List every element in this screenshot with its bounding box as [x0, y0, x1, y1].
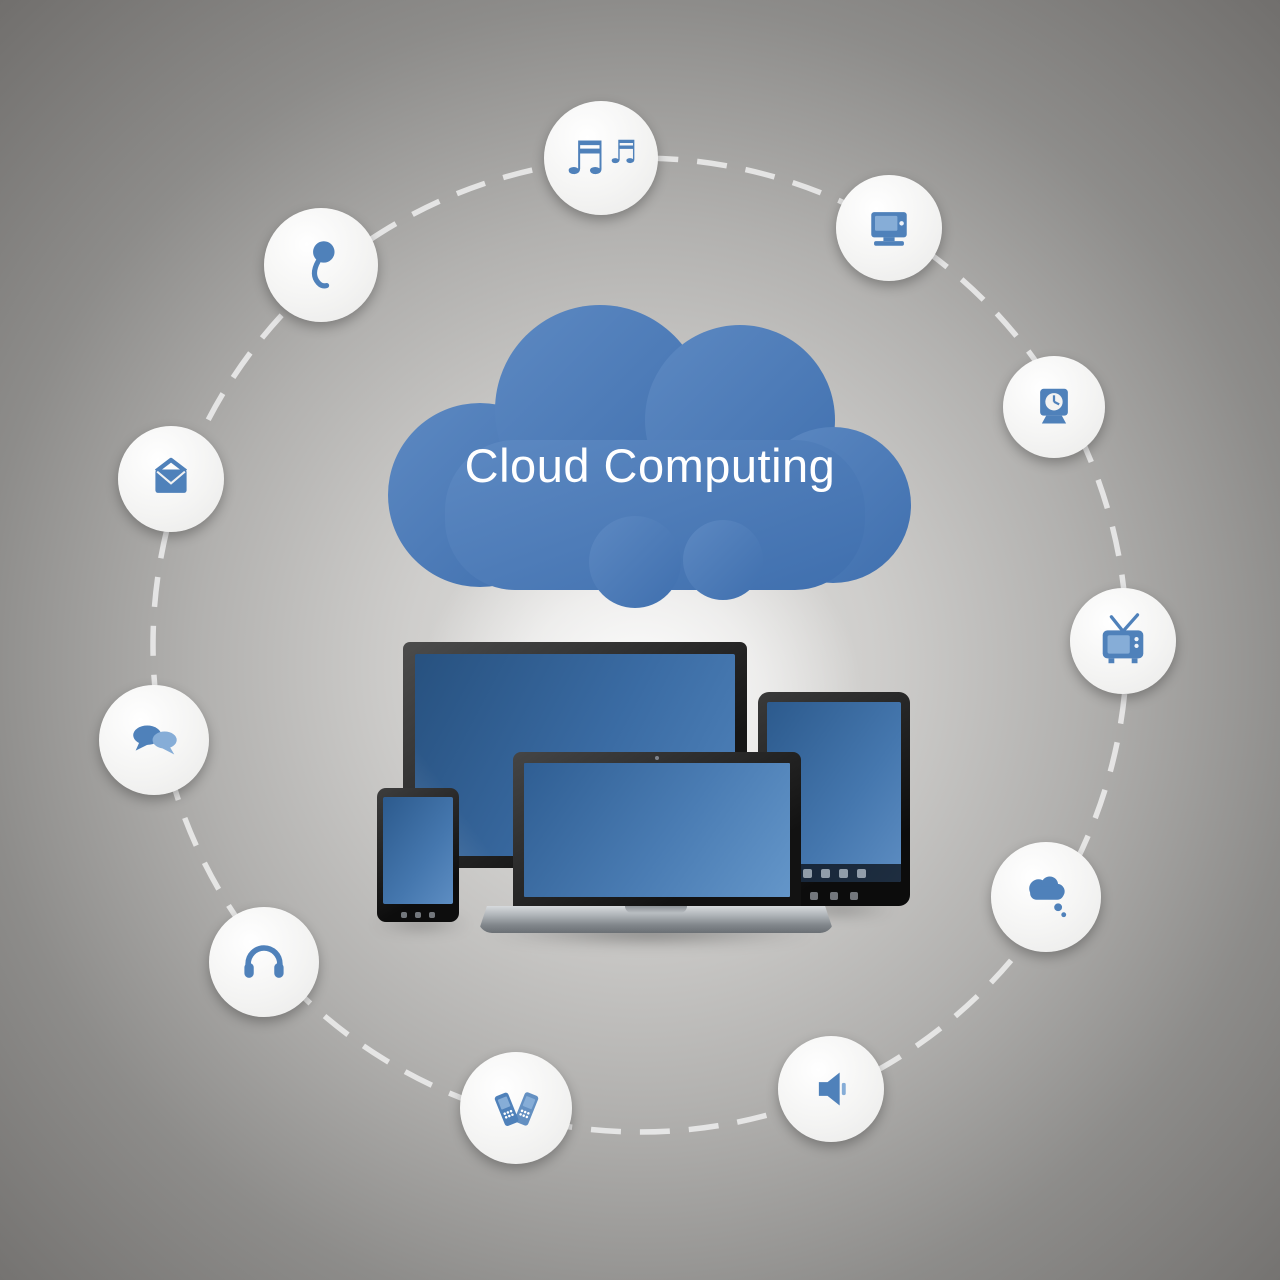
tablet-toolbar-key — [802, 868, 812, 878]
headphones-node — [209, 907, 319, 1017]
thought-bubble-icon — [1018, 869, 1074, 925]
laptop-base — [478, 906, 834, 933]
microphone-icon — [293, 237, 349, 293]
chat-bubbles-icon — [125, 711, 183, 769]
laptop-lid — [513, 752, 801, 908]
chat-node — [99, 685, 209, 795]
computer-node — [836, 175, 942, 281]
television-node — [1070, 588, 1176, 694]
phone-screen — [383, 797, 453, 904]
phone-bezel-button — [415, 912, 421, 918]
phone-bezel-button — [401, 912, 407, 918]
tablet-bezel-button — [810, 892, 818, 900]
thought-cloud-node — [991, 842, 1101, 952]
speaker-icon — [805, 1063, 857, 1115]
laptop-screen — [524, 763, 790, 897]
mail-icon — [145, 453, 197, 505]
tablet-toolbar-key — [820, 868, 830, 878]
mobile-phones-node — [460, 1052, 572, 1164]
clock-icon — [1028, 381, 1080, 433]
music-node: ♬♬ — [544, 101, 658, 215]
mail-node — [118, 426, 224, 532]
phone-bezel-button — [429, 912, 435, 918]
clock-node — [1003, 356, 1105, 458]
tablet-bezel-button — [830, 892, 838, 900]
smartphone — [377, 788, 459, 922]
cloud-title: Cloud Computing — [464, 439, 836, 492]
audio-node — [778, 1036, 884, 1142]
microphone-node — [264, 208, 378, 322]
phone-bezel-buttons — [377, 912, 459, 918]
tv-icon — [1094, 612, 1152, 670]
cloud-shape: Cloud Computing — [385, 300, 915, 610]
tablet-bezel-buttons — [758, 892, 910, 900]
music-notes-icon: ♬♬ — [564, 131, 638, 185]
laptop-camera — [655, 756, 659, 760]
mobile-phones-icon — [487, 1079, 545, 1137]
cloud-graphic — [388, 305, 911, 608]
tablet-toolbar-key — [856, 868, 866, 878]
tablet-toolbar-key — [838, 868, 848, 878]
tablet-bezel-button — [850, 892, 858, 900]
computer-icon — [861, 200, 917, 256]
headphones-icon — [236, 934, 292, 990]
laptop-notch — [625, 906, 687, 913]
